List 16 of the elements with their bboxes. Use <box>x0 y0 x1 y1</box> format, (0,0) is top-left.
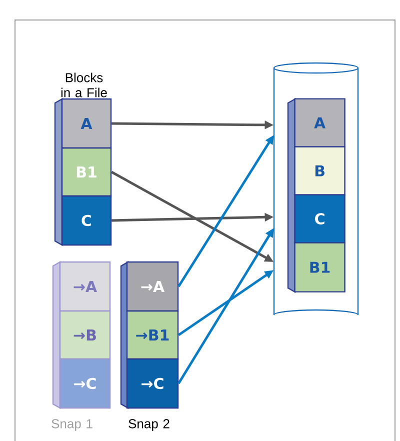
storage-cylinder <box>273 62 359 316</box>
data-block: B1 <box>61 147 112 197</box>
data-block: A <box>294 98 346 148</box>
data-block: B <box>294 146 346 196</box>
caption-text: Snap 2 <box>128 419 170 431</box>
data-block: →C <box>126 358 179 409</box>
data-block: A <box>61 98 112 149</box>
caption-text: Snap 1 <box>52 419 92 431</box>
data-block: →A <box>126 261 179 312</box>
data-block: →C <box>59 358 111 409</box>
data-block: →A <box>59 261 111 312</box>
data-block: C <box>61 195 112 246</box>
data-block: B1 <box>294 242 346 292</box>
data-block: →B <box>59 310 111 360</box>
data-block: C <box>294 194 346 244</box>
data-block: →B1 <box>126 310 179 360</box>
